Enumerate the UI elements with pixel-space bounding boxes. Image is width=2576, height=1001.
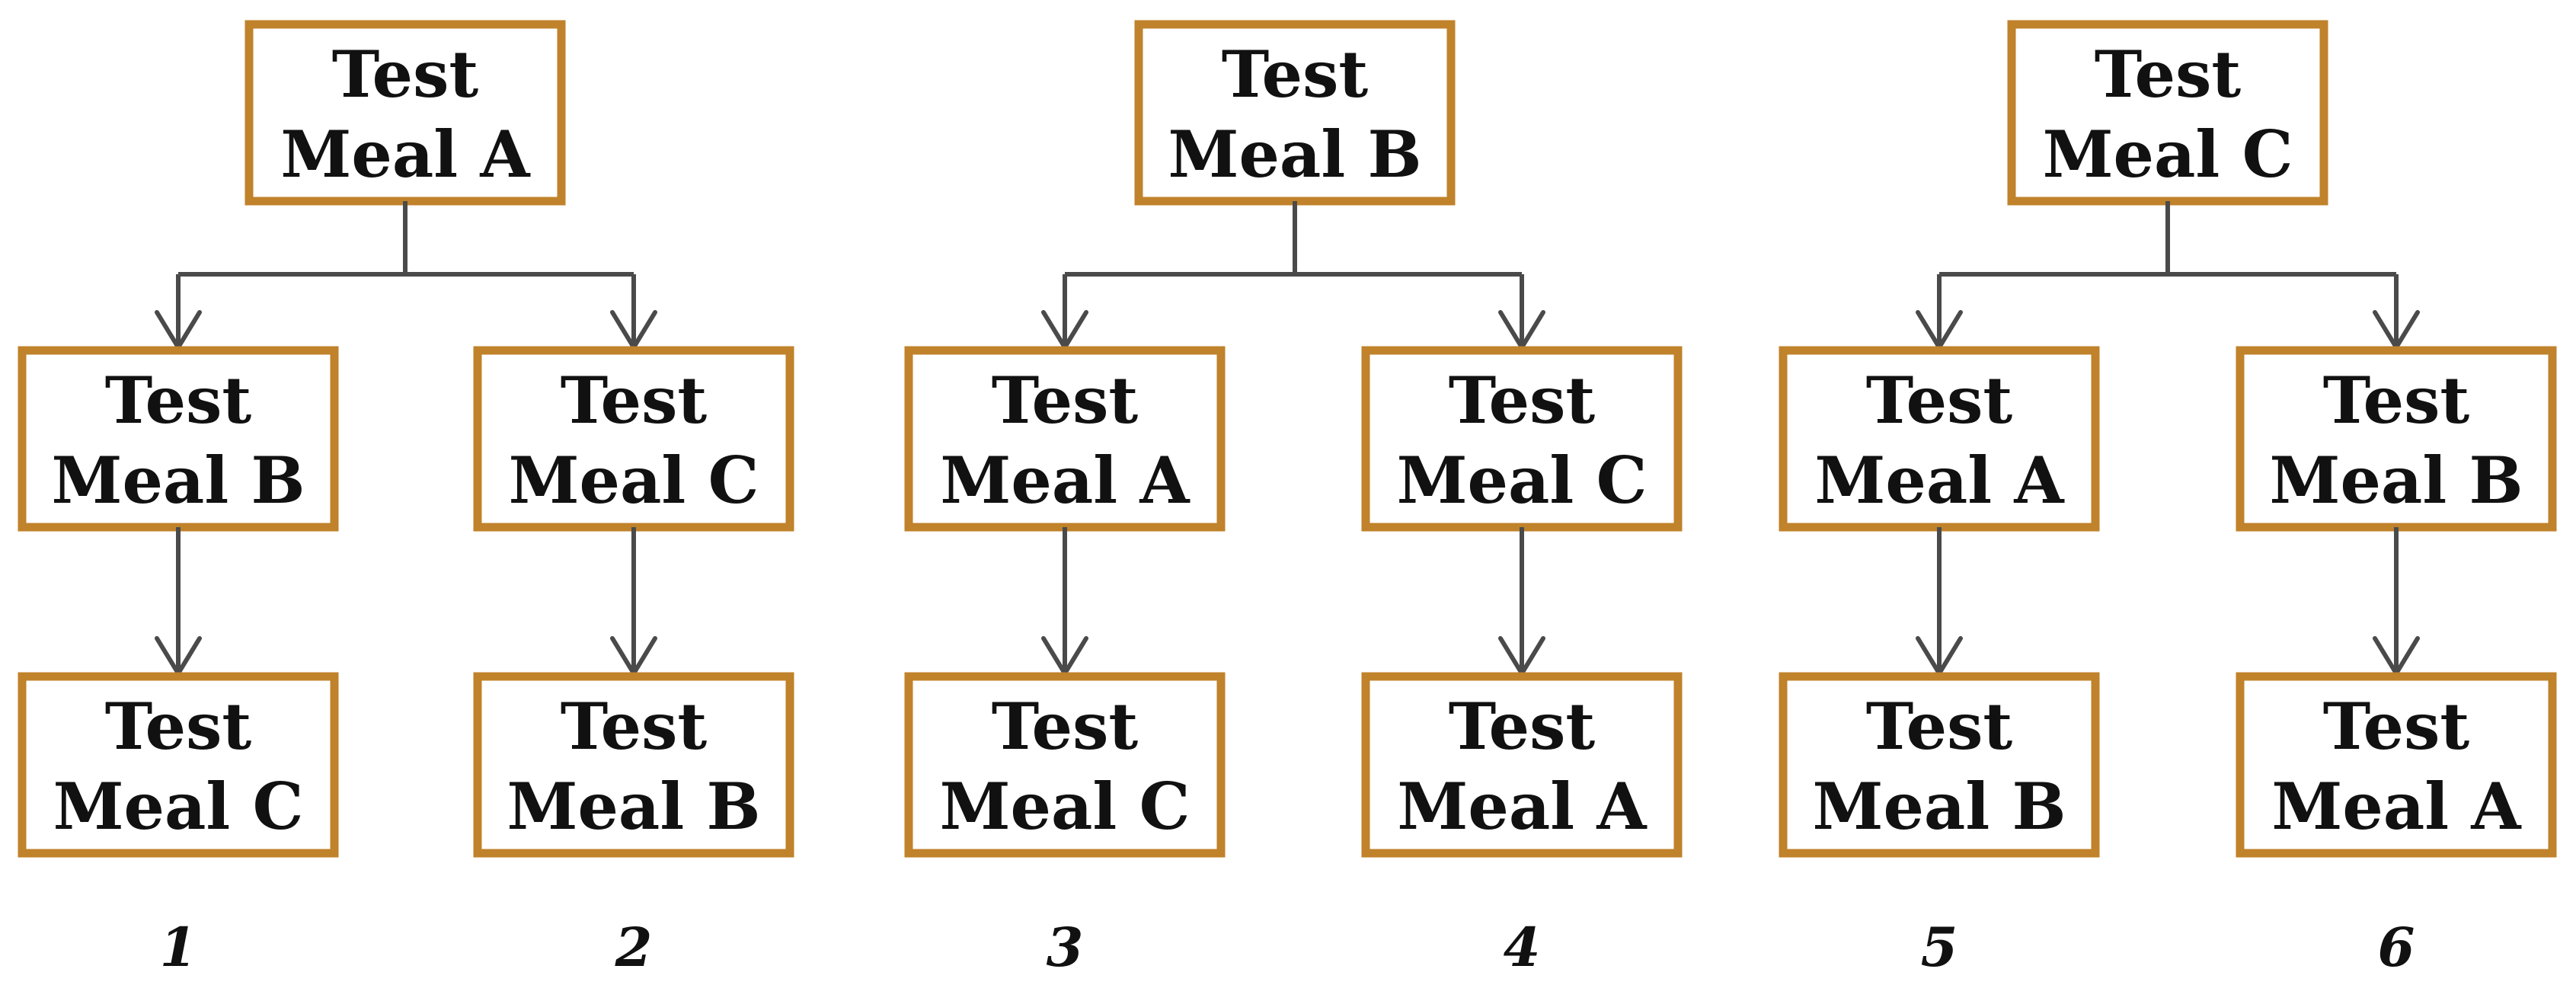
tree-3-branch-1-child-box-border [1779, 346, 2100, 532]
tree-2-root-box-line1: Test [1222, 37, 1369, 112]
sequence-label-2: 2 [615, 916, 653, 979]
tree-1-branch-1-child-box-line1: Test [105, 363, 252, 438]
tree-1-root-box-line1: Test [332, 37, 479, 112]
tree-2-branch-1-child-box-line1: Test [992, 363, 1139, 438]
tree-1-branch-1-child-box-line2: Meal B [51, 443, 305, 518]
tree-2-branch-2-child-box-border [1361, 346, 1683, 532]
tree-2-branch-2-grandchild-box-border [1361, 672, 1683, 858]
tree-1-branch-2-grandchild-box-line2: Meal B [507, 769, 760, 844]
tree-3-branch-2-grandchild-box-line1: Test [2323, 689, 2470, 764]
tree-2-branch-2-child-box-line2: Meal C [1397, 443, 1648, 518]
tree-2-branch-1-child-box-border [904, 346, 1226, 532]
tree-2-branch-1-grandchild-box-line2: Meal C [940, 769, 1191, 844]
tree-3-branch-2-child-box-border [2236, 346, 2557, 532]
tree-3-branch-2-child-box-line1: Test [2323, 363, 2470, 438]
tree-2-branch-1-grandchild-box-line1: Test [992, 689, 1139, 764]
tree-1-branch-1-grandchild-box-border [18, 672, 339, 858]
sequence-label-4: 4 [1504, 916, 1541, 979]
tree-1-branch-2-child-box-border [473, 346, 794, 532]
tree-3-branch-1-child-box-line2: Meal A [1814, 443, 2065, 518]
tree-2-branch-2-child-box-line1: Test [1449, 363, 1596, 438]
tree-3-root-box-line1: Test [2095, 37, 2242, 112]
tree-2-branch-1-grandchild-box-border [904, 672, 1226, 858]
sequence-label-5: 5 [1921, 916, 1958, 979]
tree-3-branch-2-child-box-line2: Meal B [2269, 443, 2523, 518]
sequence-label-1: 1 [160, 916, 197, 979]
tree-2-branch-2-grandchild-box-line1: Test [1449, 689, 1596, 764]
tree-1-root-box-line2: Meal A [280, 117, 531, 192]
tree-2-branch-1-child-box-line2: Meal A [940, 443, 1191, 518]
tree-1-branch-2-grandchild-box-border [473, 672, 794, 858]
tree-2-root-box-line2: Meal B [1168, 117, 1421, 192]
tree-3-root-box-border [2007, 20, 2328, 206]
tree-3-branch-1-grandchild-box-line2: Meal B [1812, 769, 2066, 844]
tree-3-branch-1-child-box-line1: Test [1866, 363, 2013, 438]
tree-3-branch-1-grandchild-box-line1: Test [1866, 689, 2013, 764]
tree-3-root-box-line2: Meal C [2043, 117, 2293, 192]
tree-1-root-box-border [244, 20, 566, 206]
tree-1-branch-2-grandchild-box-line1: Test [561, 689, 708, 764]
sequence-label-3: 3 [1047, 916, 1084, 979]
tree-1-branch-2-child-box-line2: Meal C [509, 443, 759, 518]
tree-3-branch-1-grandchild-box-border [1779, 672, 2100, 858]
tree-2-root-box-border [1134, 20, 1456, 206]
tree-1-branch-2-child-box-line1: Test [561, 363, 708, 438]
tree-3-branch-2-grandchild-box-border [2236, 672, 2557, 858]
tree-2-branch-2-grandchild-box-line2: Meal A [1397, 769, 1648, 844]
tree-1-branch-1-grandchild-box-line1: Test [105, 689, 252, 764]
tree-1-branch-1-grandchild-box-line2: Meal C [53, 769, 304, 844]
tree-3-branch-2-grandchild-box-line2: Meal A [2271, 769, 2522, 844]
sequence-label-6: 6 [2378, 916, 2415, 979]
